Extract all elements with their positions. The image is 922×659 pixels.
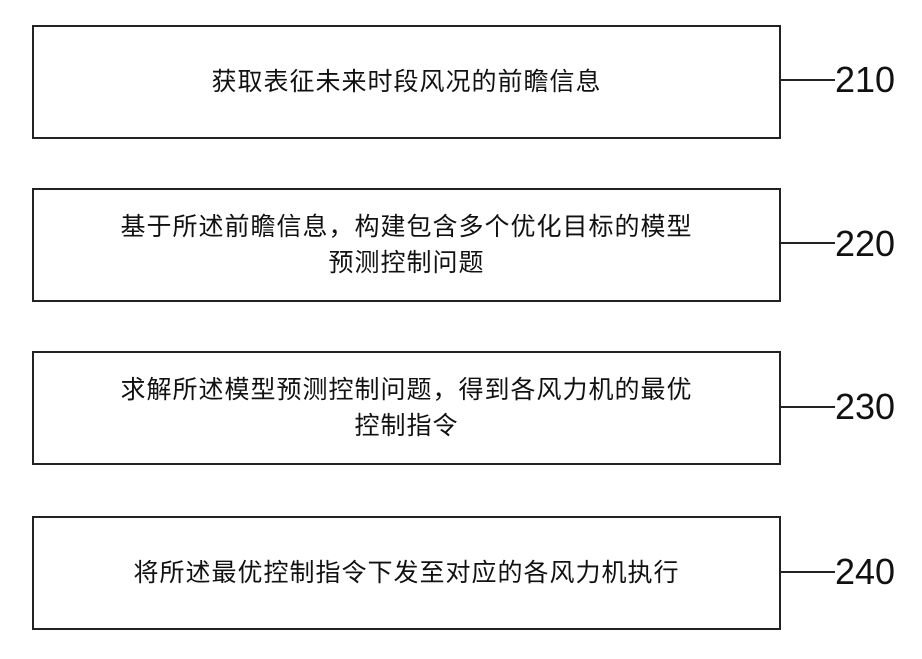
step-box-240: 将所述最优控制指令下发至对应的各风力机执行 (32, 516, 781, 630)
step-text-220: 基于所述前瞻信息，构建包含多个优化目标的模型 预测控制问题 (112, 209, 700, 281)
step-text-230-line-1: 求解所述模型预测控制问题，得到各风力机的最优 (120, 372, 692, 408)
step-text-240: 将所述最优控制指令下发至对应的各风力机执行 (125, 555, 687, 591)
connector-line-240 (781, 571, 835, 573)
connector-line-220 (781, 242, 835, 244)
step-text-230-line-2: 控制指令 (120, 408, 692, 444)
step-label-230: 230 (835, 389, 895, 425)
step-label-220: 220 (835, 226, 895, 262)
step-label-240: 240 (835, 554, 895, 590)
step-box-230: 求解所述模型预测控制问题，得到各风力机的最优 控制指令 (32, 351, 781, 465)
connector-line-210 (781, 79, 835, 81)
step-text-230: 求解所述模型预测控制问题，得到各风力机的最优 控制指令 (112, 372, 700, 444)
connector-line-230 (781, 406, 835, 408)
step-text-220-line-2: 预测控制问题 (120, 245, 692, 281)
step-label-210: 210 (835, 62, 895, 98)
step-box-210: 获取表征未来时段风况的前瞻信息 (32, 25, 781, 139)
step-box-220: 基于所述前瞻信息，构建包含多个优化目标的模型 预测控制问题 (32, 188, 781, 302)
step-text-220-line-1: 基于所述前瞻信息，构建包含多个优化目标的模型 (120, 209, 692, 245)
step-text-210: 获取表征未来时段风况的前瞻信息 (203, 64, 609, 100)
